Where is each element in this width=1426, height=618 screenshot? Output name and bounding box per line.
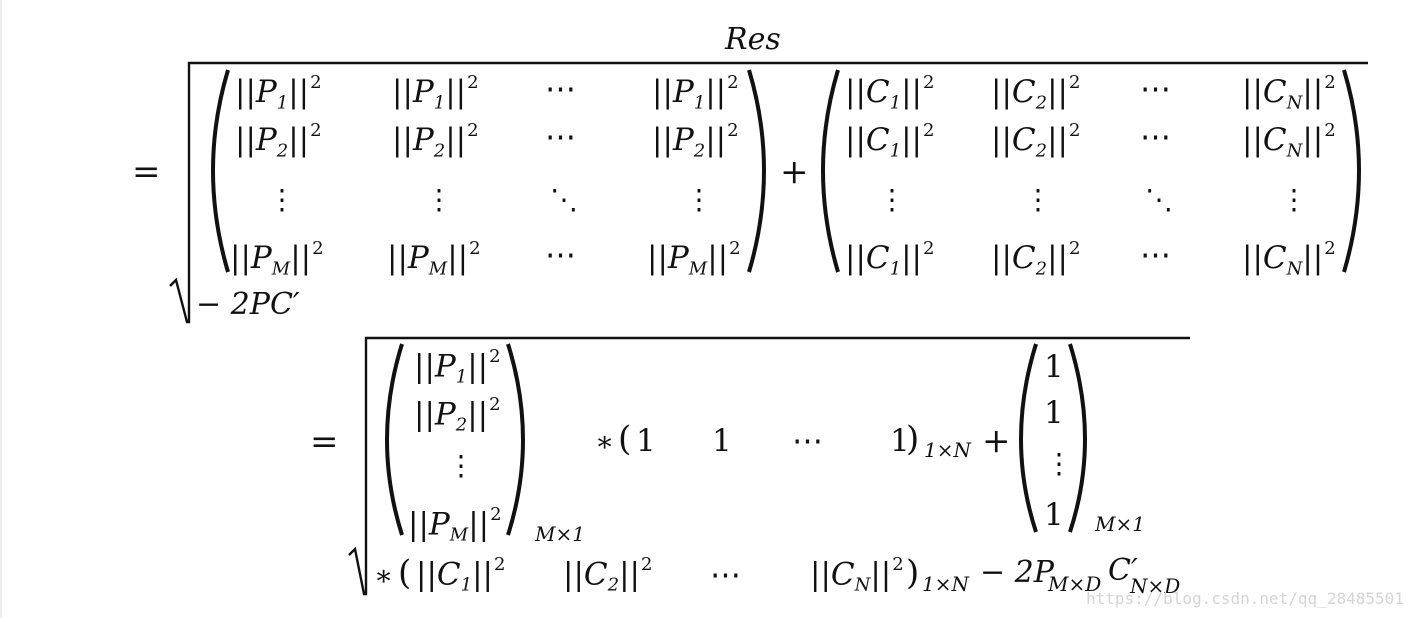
matP-cell: ||P1||2 [652, 72, 739, 114]
page-left-border [0, 0, 2, 618]
rowC-left-paren: ( [398, 553, 412, 593]
matC-cell: ⋱ [1145, 183, 1173, 216]
colP-cell: ⋮ [447, 449, 475, 482]
matC-cell: ⋮ [1280, 183, 1308, 216]
eq2-radical-sign [348, 336, 1190, 596]
eq1-matP-right-paren [747, 69, 766, 273]
matP-cell: ⋮ [425, 183, 453, 216]
matC-cell: ⋯ [1140, 71, 1171, 107]
eq1-matC-right-paren [1342, 69, 1361, 273]
colOnes-cell: 1 [1044, 497, 1064, 533]
matC-cell: ||C2||2 [991, 120, 1081, 162]
matC-cell: ⋯ [1140, 119, 1171, 155]
matP-cell: ⋯ [545, 237, 576, 273]
rowC-cell: ⋯ [710, 557, 741, 593]
matP-cell: ||P2||2 [392, 120, 479, 162]
matP-cell: ||P1||2 [235, 72, 322, 114]
rowOnes-cell: ⋯ [792, 423, 823, 459]
colOnes-cell: 1 [1044, 349, 1064, 385]
matP-cell: ⋯ [545, 71, 576, 107]
rowOnes-cell: 1 [712, 423, 732, 459]
eq2-plus-sign: + [982, 421, 1011, 461]
matP-cell: ||P2||2 [235, 120, 322, 162]
matC-cell: ⋯ [1140, 237, 1171, 273]
eq2-tail-term: − 2P [980, 555, 1054, 590]
matP-cell: ⋯ [545, 119, 576, 155]
matC-cell: ||C1||2 [845, 120, 935, 162]
matC-cell: ||C1||2 [845, 238, 935, 280]
matP-cell: ⋮ [268, 183, 296, 216]
title-res: Res [725, 22, 781, 57]
eq1-radical-sign [169, 61, 1368, 324]
eq2-colP-left-paren [385, 343, 404, 536]
eq1-plus-sign: + [780, 152, 809, 192]
eq1-equals-sign: = [132, 152, 161, 192]
eq2-equals-sign: = [310, 422, 339, 462]
watermark-url: https://blog.csdn.net/qq_28485501 [1086, 589, 1404, 608]
colP-cell: ||P1||2 [414, 346, 501, 388]
matC-cell: ||CN||2 [1242, 120, 1336, 162]
rowC-cell: ||CN||2 [810, 554, 904, 596]
eq1-matP-left-paren [211, 69, 230, 273]
matC-cell: ||CN||2 [1242, 238, 1336, 280]
rowC-right-paren: ) [906, 553, 920, 593]
matC-cell: ||CN||2 [1242, 72, 1336, 114]
colP-cell: ||PM||2 [408, 504, 502, 546]
rowOnes-left-paren: ( [618, 419, 632, 459]
rowC-size-subscript: 1×N [922, 572, 969, 596]
eq2-tail-subscript-1: M×D [1048, 572, 1102, 596]
colOnes-size-subscript: M×1 [1095, 512, 1145, 536]
eq2-tail-subscript-2: N×D [1130, 574, 1181, 598]
colP-size-subscript: M×1 [535, 522, 585, 546]
colP-cell: ||P2||2 [414, 394, 501, 436]
matP-cell: ||PM||2 [647, 238, 741, 280]
eq2-multiply-sign: ∗ [595, 425, 615, 458]
colOnes-cell: 1 [1044, 395, 1064, 431]
eq2-tail-C-prime: C′ [1108, 553, 1138, 588]
eq1-tail-term: − 2PC′ [196, 287, 300, 322]
colOnes-cell: ⋮ [1045, 447, 1073, 480]
eq2-colOnes-right-paren [1068, 343, 1087, 533]
eq2-colOnes-left-paren [1019, 343, 1038, 533]
matP-cell: ||P2||2 [652, 120, 739, 162]
matC-cell: ⋮ [878, 183, 906, 216]
eq1-matC-left-paren [821, 69, 840, 273]
rowC-cell: ||C2||2 [563, 554, 653, 596]
eq2-colP-right-paren [506, 343, 525, 536]
matP-cell: ||P1||2 [392, 72, 479, 114]
matP-cell: ⋱ [550, 183, 578, 216]
matC-cell: ||C1||2 [845, 72, 935, 114]
eq2-bottom-multiply-sign: ∗ [374, 559, 394, 592]
matC-cell: ||C2||2 [991, 72, 1081, 114]
matP-cell: ||PM||2 [230, 238, 324, 280]
rowC-cell: ||C1||2 [416, 554, 506, 596]
matP-cell: ||PM||2 [387, 238, 481, 280]
rowOnes-size-subscript: 1×N [924, 438, 971, 462]
matC-cell: ||C2||2 [991, 238, 1081, 280]
rowOnes-cell: 1 [636, 423, 656, 459]
matC-cell: ⋮ [1024, 183, 1052, 216]
rowOnes-right-paren: ) [906, 419, 920, 459]
rowOnes-cell: 1 [890, 423, 910, 459]
matP-cell: ⋮ [685, 183, 713, 216]
